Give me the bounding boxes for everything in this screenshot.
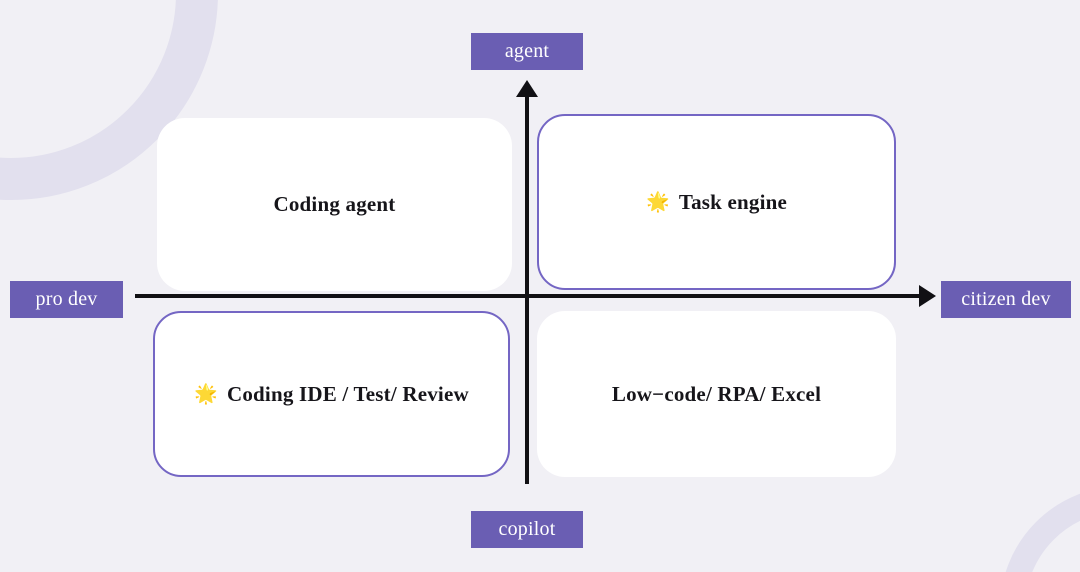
star-icon: 🌟 [194, 382, 218, 405]
quadrant-card-text: Coding IDE / Test/ Review [226, 381, 469, 406]
quadrant-card-label: Coding agent [273, 192, 395, 217]
quadrant-card-label: Low−code/ RPA/ Excel [612, 382, 821, 407]
vertical-axis-line [525, 95, 529, 484]
axis-label-top: agent [471, 33, 583, 70]
quadrant-card-label: 🌟 Coding IDE / Test/ Review [194, 382, 469, 407]
horizontal-axis-arrow-icon [919, 285, 936, 307]
quadrant-card-bottom-left[interactable]: 🌟 Coding IDE / Test/ Review [153, 311, 510, 477]
quadrant-card-text: Low−code/ RPA/ Excel [611, 381, 822, 406]
quadrant-card-bottom-right[interactable]: Low−code/ RPA/ Excel [537, 311, 896, 477]
star-icon: 🌟 [645, 190, 670, 213]
quadrant-card-text: Coding agent [273, 192, 396, 216]
quadrant-card-top-right[interactable]: 🌟 Task engine [537, 114, 896, 290]
decorative-ring-bottom-right-icon [1000, 486, 1080, 572]
vertical-axis-arrow-icon [516, 80, 538, 97]
quadrant-card-top-left[interactable]: Coding agent [157, 118, 512, 291]
horizontal-axis-line [135, 294, 925, 298]
axis-label-left: pro dev [10, 281, 123, 318]
quadrant-card-label: 🌟 Task engine [646, 190, 787, 215]
axis-label-bottom: copilot [471, 511, 583, 548]
axis-label-right: citizen dev [941, 281, 1071, 318]
quadrant-card-text: Task engine [678, 189, 788, 214]
